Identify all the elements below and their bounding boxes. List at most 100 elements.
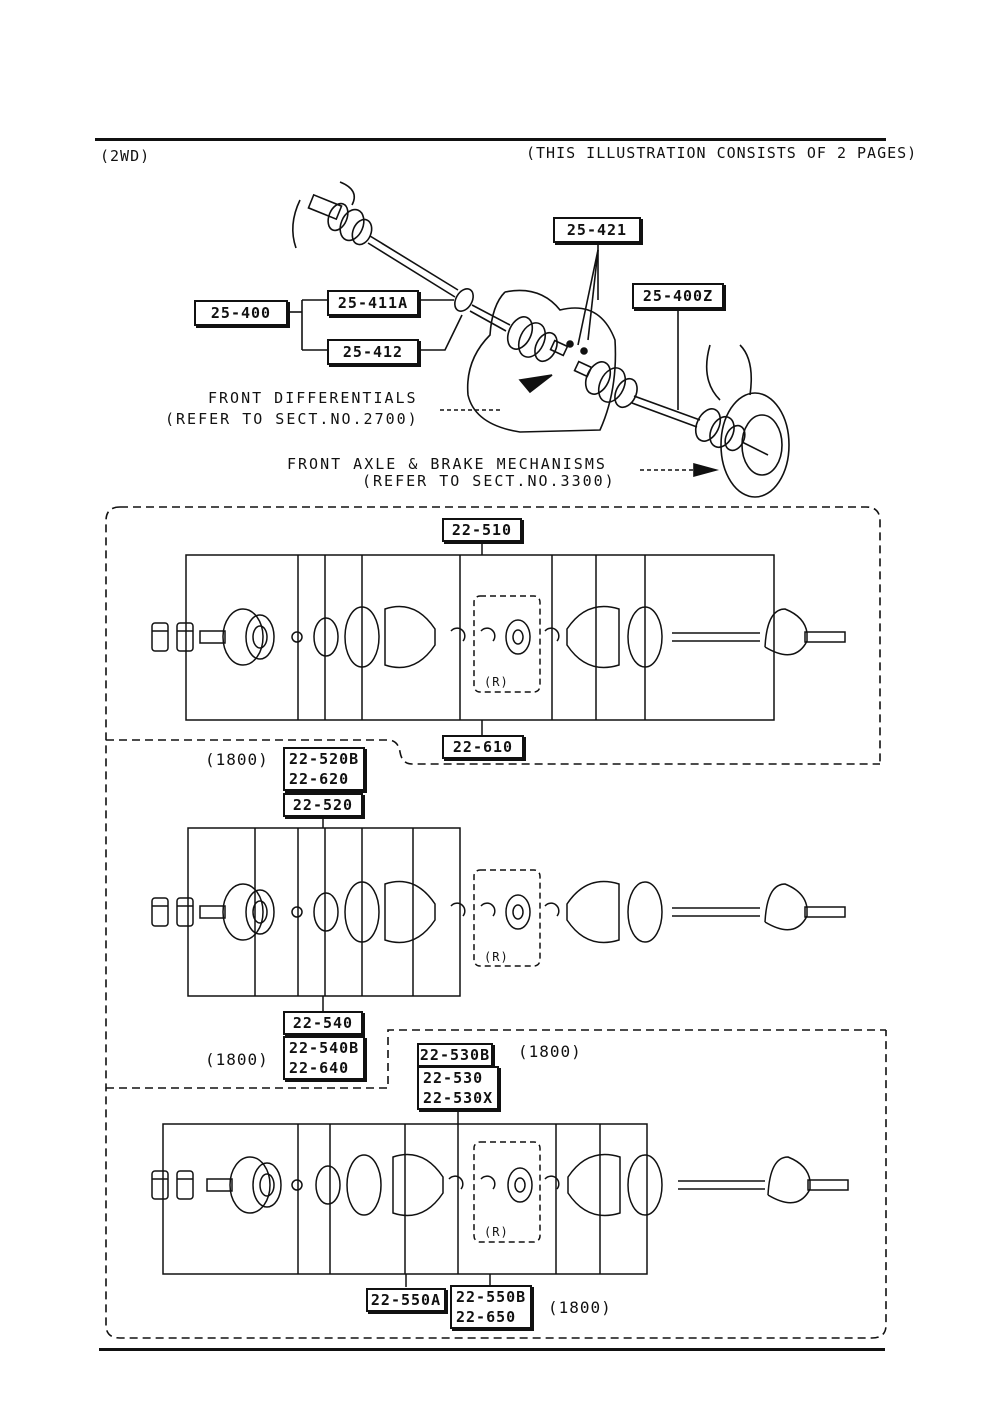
- snap-ring-r3: [480, 1175, 496, 1190]
- row2-frame: [187, 827, 461, 997]
- part-label-22-510: 22-510: [442, 518, 522, 542]
- boot-r2: [384, 880, 436, 944]
- joint-stub-r3: [206, 1178, 233, 1192]
- boot-r3: [392, 1153, 444, 1217]
- part-label-22-610: 22-610: [442, 735, 524, 759]
- inner-joint-housing-r2: [764, 883, 808, 931]
- variant-1800-s2-bottom: (1800): [205, 1050, 269, 1069]
- outer-joint-r3: [229, 1156, 271, 1214]
- dust-seal-r2: [313, 892, 339, 932]
- outer-joint-face-r3: [252, 1162, 282, 1208]
- grease-cap-r1-2: [176, 622, 194, 652]
- part-label-22-530x: 22-530X: [423, 1089, 494, 1107]
- boot-clip-r1: [450, 627, 466, 642]
- left-outer-stub: [307, 193, 343, 221]
- tripod-bearing-r3: [507, 1167, 533, 1203]
- outer-joint-hub-r3: [259, 1173, 275, 1197]
- variant-1800-s3-top: (1800): [518, 1042, 582, 1061]
- front-differentials-note: FRONT DIFFERENTIALS: [208, 389, 418, 407]
- part-label-25-400z: 25-400Z: [632, 283, 724, 309]
- part-label-22-640: 22-640: [289, 1059, 350, 1077]
- part-label-25-421: 25-421: [553, 217, 641, 243]
- variant-1800-s2-top: (1800): [205, 750, 269, 769]
- part-label-22-550a: 22-550A: [366, 1288, 446, 1312]
- part-label-22-650: 22-650: [456, 1308, 517, 1326]
- inner-band-r3: [627, 1154, 663, 1216]
- left-knuckle-outline: [292, 199, 301, 249]
- outer-joint-face-r1: [245, 614, 275, 660]
- part-stack-22-530: 22-530 22-530X: [417, 1066, 499, 1110]
- grease-cap-r2-2: [176, 897, 194, 927]
- outer-joint-hub-r1: [252, 625, 268, 649]
- tripod-bearing-core-r1: [512, 629, 524, 645]
- inner-clip-r2: [544, 902, 560, 917]
- part-label-22-530b: 22-530B: [417, 1043, 493, 1067]
- boot-band-r2: [344, 881, 380, 943]
- inner-band-r2: [627, 881, 663, 943]
- boot-r1: [384, 605, 436, 669]
- boot-clip-r3: [448, 1175, 464, 1190]
- part-label-25-411a: 25-411A: [327, 290, 419, 316]
- front-differentials-ref: (REFER TO SECT.NO.2700): [165, 410, 419, 428]
- part-label-22-530: 22-530: [423, 1069, 484, 1087]
- snap-ring-r1: [480, 627, 496, 642]
- spline-tip-r2: [804, 906, 846, 918]
- front-axle-note: FRONT AXLE & BRAKE MECHANISMS: [287, 455, 607, 473]
- grease-cap-r3-2: [176, 1170, 194, 1200]
- tripod-bearing-core-r2: [512, 904, 524, 920]
- inner-joint-housing-r1: [764, 608, 808, 656]
- r-mark-1: (R): [484, 675, 509, 689]
- drive-type-label: (2WD): [100, 147, 151, 165]
- grease-cap-r1-1: [151, 622, 169, 652]
- shaft-ring: [454, 288, 474, 312]
- grease-cap-r2-1: [151, 897, 169, 927]
- brake-disc: [720, 392, 790, 498]
- part-stack-22-520b: 22-520B 22-620: [283, 747, 365, 791]
- part-label-22-620: 22-620: [289, 770, 350, 788]
- row1-frame: [185, 554, 775, 721]
- circlip-r2: [291, 906, 303, 918]
- front-axle-ref: (REFER TO SECT.NO.3300): [362, 472, 616, 490]
- inner-boot-r2: [566, 880, 620, 944]
- outer-joint-r1: [222, 608, 264, 666]
- inner-clip-r1: [544, 627, 560, 642]
- r-mark-2: (R): [484, 950, 509, 964]
- part-stack-22-540b: 22-540B 22-640: [283, 1036, 365, 1080]
- snap-ring-r2: [480, 902, 496, 917]
- outer-joint-hub-r2: [252, 900, 268, 924]
- boot-clip-r2: [450, 902, 466, 917]
- tripod-bearing-core-r3: [514, 1177, 526, 1193]
- part-label-22-520b: 22-520B: [289, 750, 360, 768]
- pages-note: (THIS ILLUSTRATION CONSISTS OF 2 PAGES): [526, 144, 918, 162]
- bottom-rule: [99, 1348, 885, 1351]
- part-label-25-400: 25-400: [194, 300, 288, 326]
- inner-boot-r1: [566, 605, 620, 669]
- boot-band-r3: [346, 1154, 382, 1216]
- inner-joint-housing-r3: [767, 1156, 811, 1204]
- part-label-22-540: 22-540: [283, 1011, 363, 1035]
- boot-band-r1: [344, 606, 380, 668]
- grease-cap-r3-1: [151, 1170, 169, 1200]
- spline-tip-r1: [804, 631, 846, 643]
- inner-clip-r3: [544, 1175, 560, 1190]
- part-stack-22-550b: 22-550B 22-650: [450, 1285, 532, 1329]
- section-1-border: [120, 506, 881, 765]
- joint-stub-r1: [199, 630, 226, 644]
- part-label-22-520: 22-520: [283, 793, 363, 817]
- tripod-bearing-r2: [505, 894, 531, 930]
- dust-seal-r1: [313, 617, 339, 657]
- circlip-r3: [291, 1179, 303, 1191]
- transmission-housing: [466, 289, 617, 433]
- part-label-25-412: 25-412: [327, 339, 419, 365]
- circlip-r1: [291, 631, 303, 643]
- top-rule: [95, 138, 886, 141]
- variant-1800-s3-bottom: (1800): [548, 1298, 612, 1317]
- inner-boot-r3: [567, 1153, 621, 1217]
- part-label-22-550b: 22-550B: [456, 1288, 527, 1306]
- spline-tip-r3: [807, 1179, 849, 1191]
- r-mark-3: (R): [484, 1225, 509, 1239]
- outer-joint-r2: [222, 883, 264, 941]
- tripod-bearing-r1: [505, 619, 531, 655]
- part-label-22-540b: 22-540B: [289, 1039, 360, 1057]
